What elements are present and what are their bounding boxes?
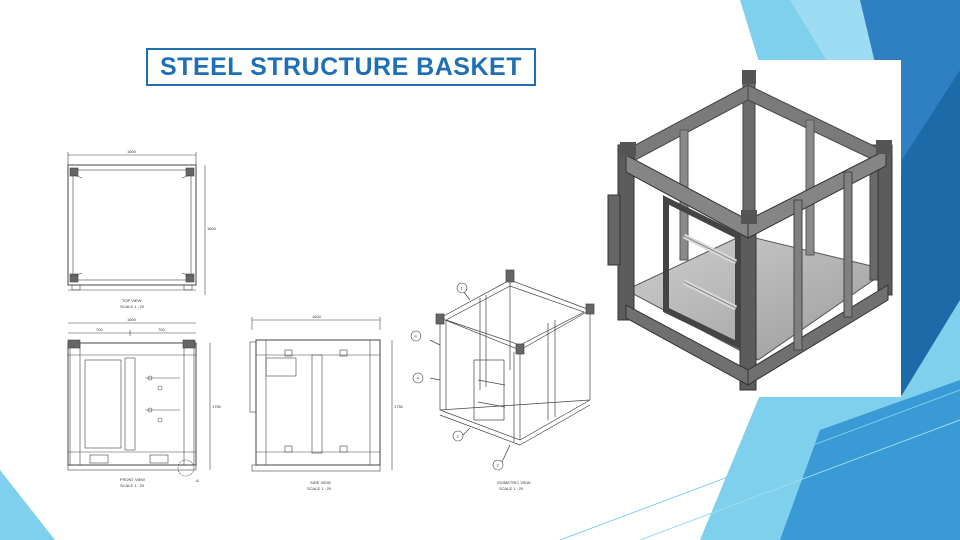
isometric-view [429,269,595,463]
side-height-dim: 1750 [394,404,404,409]
balloon-4: 2 [457,434,460,439]
front-view [67,322,211,477]
side-view-label: SIDE VIEW [310,480,331,485]
balloon-3: 4 [417,376,420,381]
iso-balloons [410,282,504,471]
front-sub-dim-right: 700 [158,327,165,332]
front-width-dim: 1600 [127,317,137,322]
iso-view-scale: SCALE 1 : 20 [499,486,524,491]
balloon-2: 4 [415,334,418,339]
front-view-label: FRONT VIEW [120,477,145,482]
top-width-dim: 1600 [127,149,137,154]
top-view [67,152,206,295]
title-box: STEEL STRUCTURE BASKET [146,48,536,86]
basket-render-icon [607,70,893,391]
deco-line-2 [639,419,960,540]
render-panel [598,60,901,397]
front-detail-marker: A [196,478,199,483]
side-view [249,317,393,472]
iso-view-label: ISOMETRIC VIEW [497,480,531,485]
deco-bottom-mid [780,380,960,540]
side-view-scale: SCALE 1 : 20 [307,486,332,491]
top-view-scale: SCALE 1 : 20 [120,304,145,309]
top-view-label: TOP VIEW [122,298,142,303]
top-height-dim: 1600 [207,226,217,231]
front-sub-dim-left: 700 [96,327,103,332]
side-width-dim: 1600 [312,314,322,319]
front-view-scale: SCALE 1 : 20 [120,483,145,488]
balloon-5: 2 [497,463,500,468]
front-height-dim: 1750 [212,404,222,409]
slide-title: STEEL STRUCTURE BASKET [160,52,522,81]
deco-left-triangle [0,470,55,540]
balloon-1: 1 [461,286,464,291]
deco-line-1 [559,389,960,540]
